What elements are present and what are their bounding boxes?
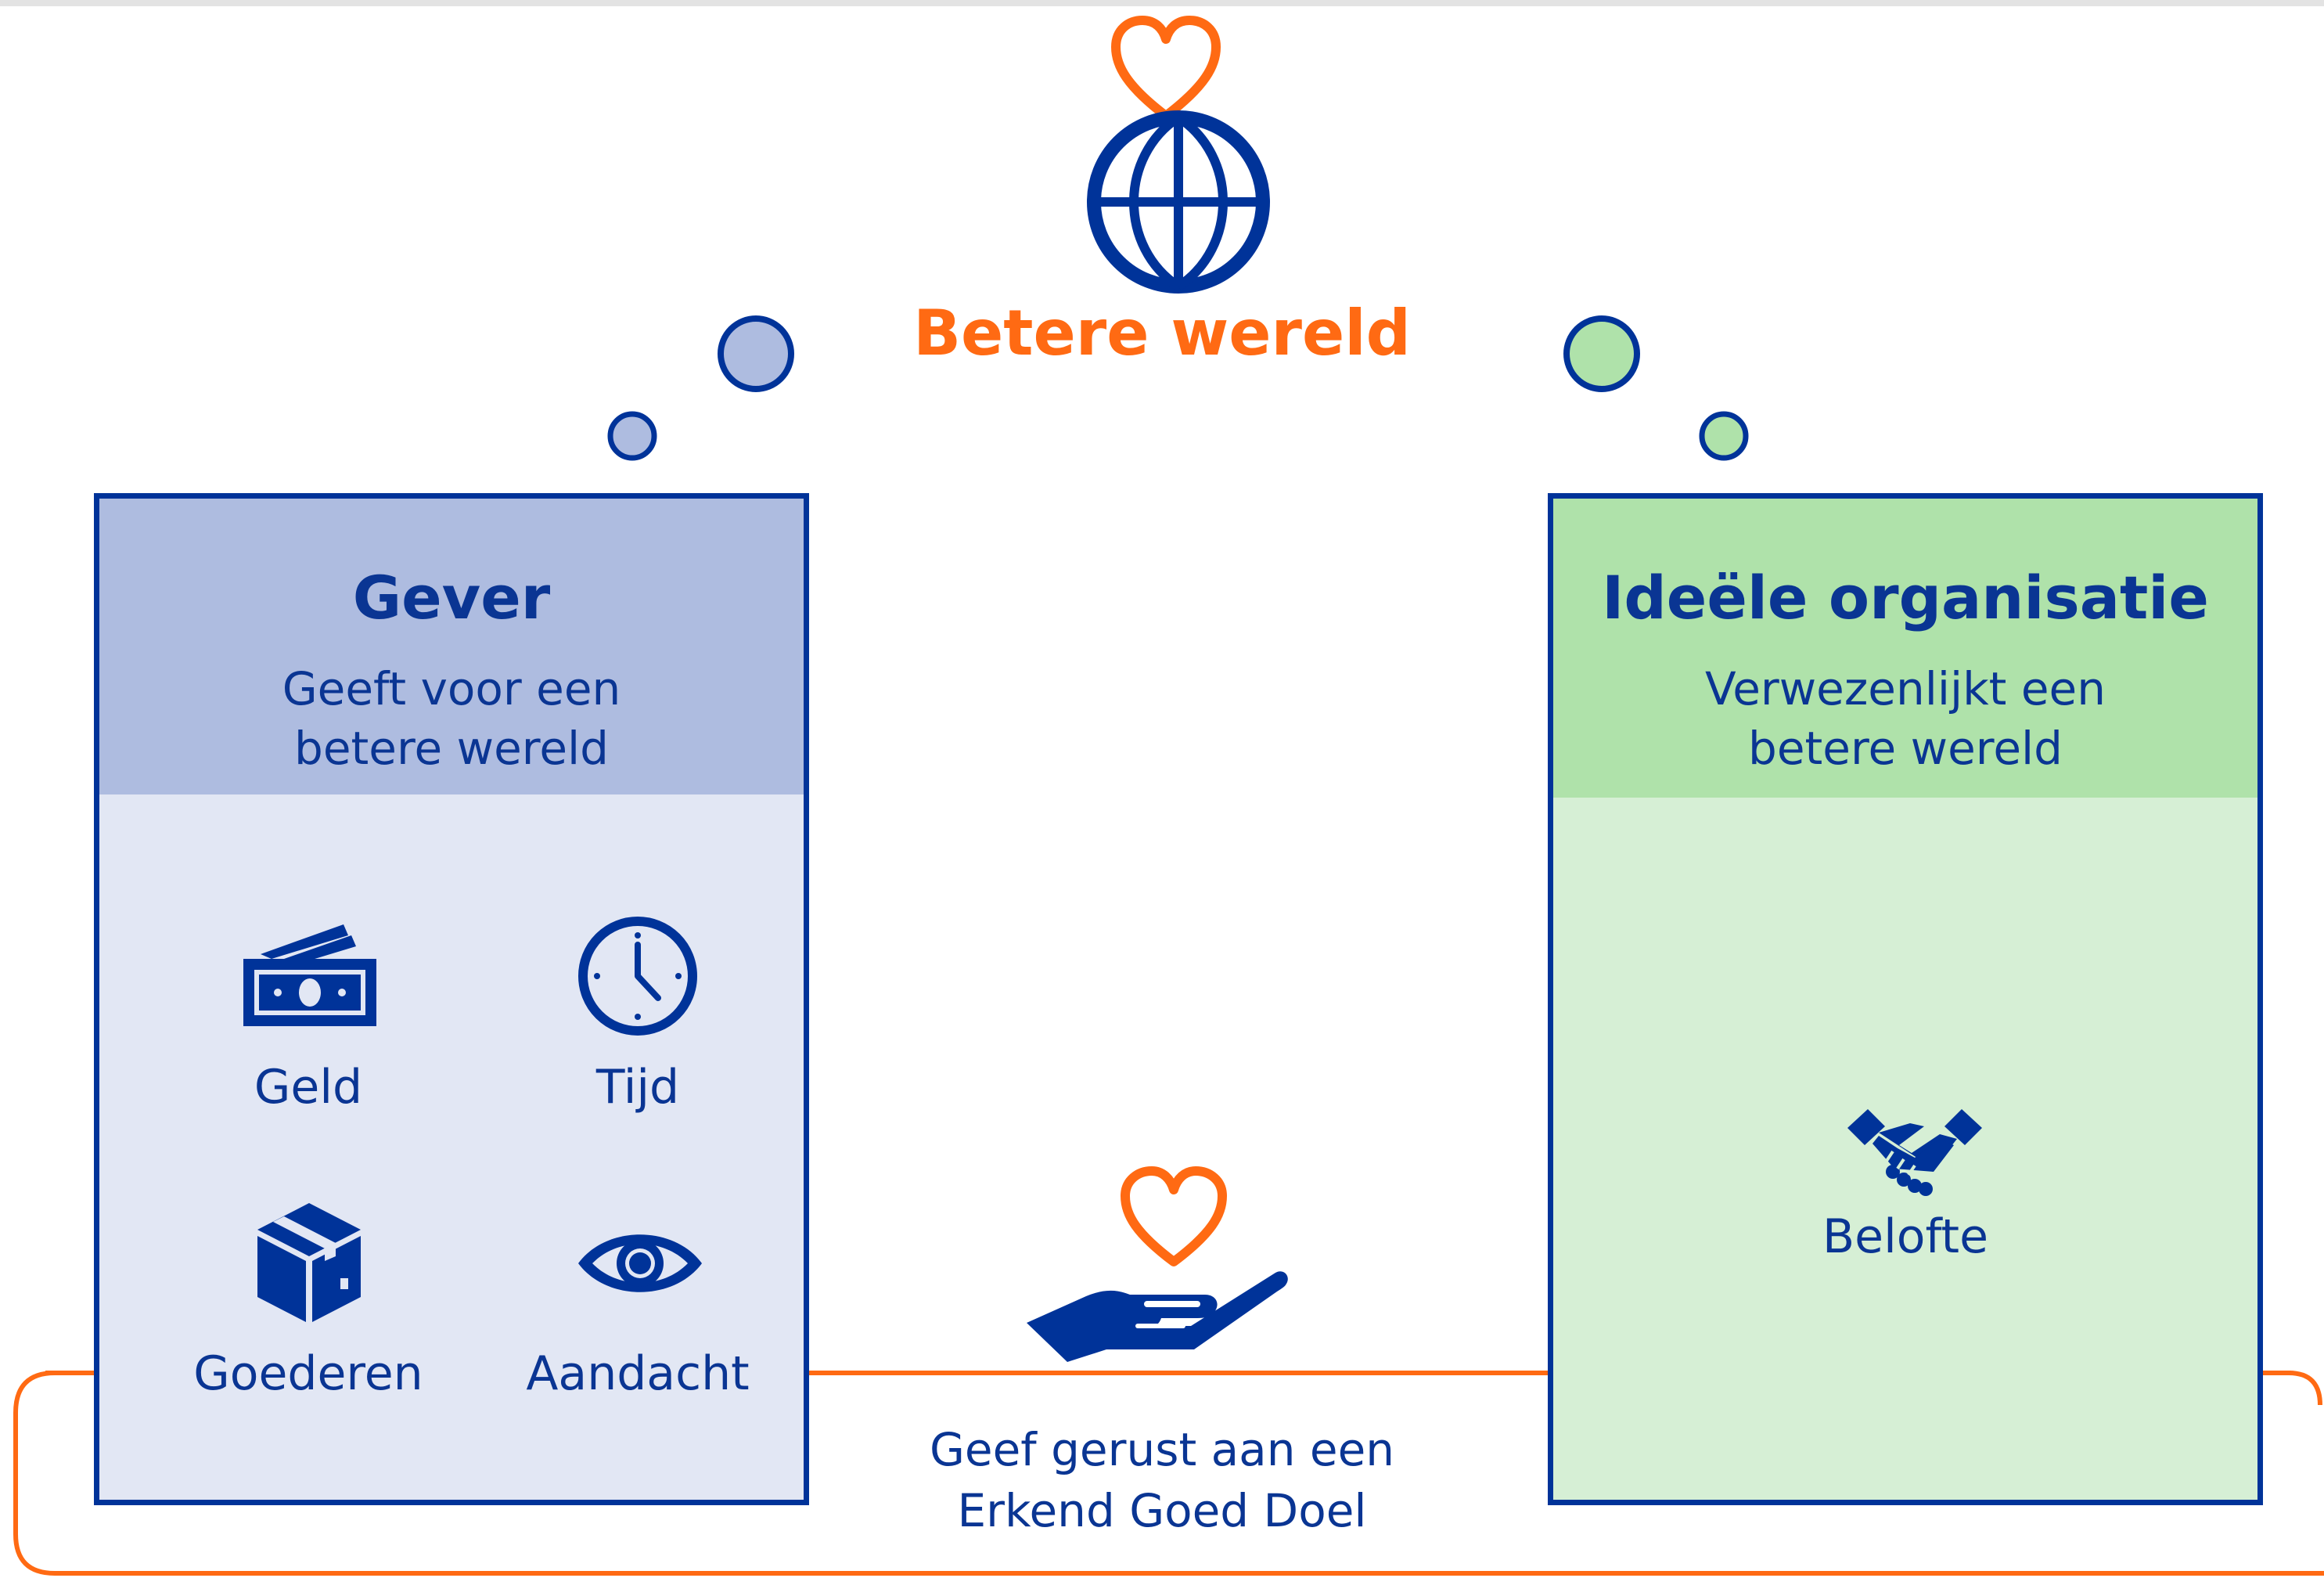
top-divider <box>0 0 2324 6</box>
giver-panel: Gever Geeft voor een betere wereld Geld … <box>94 493 809 1505</box>
heart-icon <box>1111 16 1221 121</box>
recognized-charity-text: Geef gerust aan een Erkend Goed Doel <box>929 1423 1395 1537</box>
organization-title: Ideële organisatie <box>1602 563 2209 632</box>
item-label-belofte: Belofte <box>1822 1209 1988 1264</box>
organization-subtitle: Verwezenlijkt een betere wereld <box>1705 662 2106 775</box>
hand-heart-icon <box>1027 1271 1288 1362</box>
box-icon <box>257 1203 361 1322</box>
organization-header: Ideële organisatie Verwezenlijkt een bet… <box>1553 499 2257 798</box>
eye-icon <box>578 1234 702 1292</box>
thought-bubbles <box>607 315 1749 461</box>
giver-title: Gever <box>352 563 551 632</box>
globe-icon <box>1087 110 1270 294</box>
giver-header: Gever Geeft voor een betere wereld <box>99 499 804 794</box>
giver-subtitle: Geeft voor een betere wereld <box>282 662 621 775</box>
better-world-title: Betere wereld <box>913 297 1411 369</box>
heart-icon <box>1121 1166 1227 1266</box>
item-label-geld: Geld <box>254 1060 363 1115</box>
organization-panel: Ideële organisatie Verwezenlijkt een bet… <box>1548 493 2263 1505</box>
item-label-tijd: Tijd <box>595 1060 680 1115</box>
money-icon <box>243 924 376 1026</box>
item-label-aandacht: Aandacht <box>526 1346 750 1401</box>
handshake-icon <box>1847 1109 1982 1196</box>
item-label-goederen: Goederen <box>193 1346 423 1401</box>
clock-icon <box>578 917 697 1036</box>
